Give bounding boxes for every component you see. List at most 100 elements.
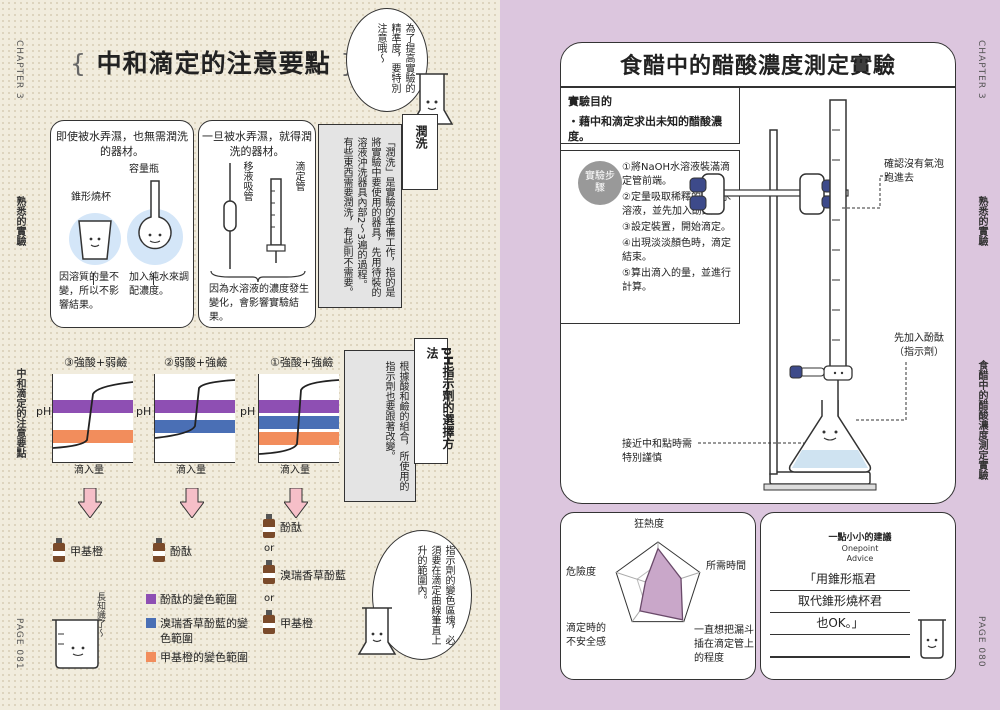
experiment-title: 食醋中的醋酸濃度測定實驗 xyxy=(619,54,896,79)
chapter-label-right: CHAPTER 3 xyxy=(976,40,986,100)
legend-label-phenolphthalein: 酚酞的變色範圍 xyxy=(160,593,237,606)
pipette-label: 移液吸管 xyxy=(241,161,252,201)
step-5: ⑤算出滴入的量，並進行計算。 xyxy=(622,268,731,293)
brace-icon xyxy=(210,270,306,283)
bottle-icon xyxy=(263,514,275,538)
graph-1-ylabel: pH xyxy=(240,405,256,418)
leader-line xyxy=(840,175,888,209)
legend-label-btb: 溴瑞香草酚藍的變色範圍 xyxy=(160,617,248,645)
graph-3-xlabel: 滴入量 xyxy=(74,465,104,476)
indicator-col3-a: 酚酞 xyxy=(280,521,302,534)
graph-1 xyxy=(258,374,339,463)
steps-list: ①將NaOH水溶液裝滿滴定管前端。 ②定量吸取稀釋的食醋水溶液，並先加入酚酞。 … xyxy=(622,161,732,295)
beaker-murmur: 長知識了～ xyxy=(95,592,105,637)
indicator-or-1: or xyxy=(264,543,275,554)
bottle-icon xyxy=(153,538,165,562)
beaker-character-icon xyxy=(918,619,946,659)
bottle-icon xyxy=(263,610,275,634)
bottle-icon xyxy=(53,538,65,562)
indicator-tag: pH指示劑的選擇方法 xyxy=(414,338,455,464)
arrow-down-icon xyxy=(180,488,204,518)
conical-beaker-icon xyxy=(69,213,121,265)
advice-heading: 一點小小的建議 xyxy=(828,533,892,543)
page-number-left: PAGE 081 xyxy=(14,618,24,670)
purpose-box: 實驗目的 ・藉中和滴定求出未知的醋酸濃度。 xyxy=(560,86,740,144)
graph-2-title: ②弱酸+強鹼 xyxy=(164,356,228,369)
graph-2 xyxy=(154,374,235,463)
experiment-card xyxy=(560,42,956,504)
step-1: ①將NaOH水溶液裝滿滴定管前端。 xyxy=(622,162,730,187)
step-2: ②定量吸取稀釋的食醋水溶液，並先加入酚酞。 xyxy=(622,192,731,217)
clamp-icon xyxy=(701,173,725,215)
graph-1-title: ①強酸+強鹼 xyxy=(270,356,334,369)
panel-no-rinse-note-right: 加入純水來調配濃度。 xyxy=(129,272,189,297)
graph-1-xlabel: 滴入量 xyxy=(280,465,310,476)
graph-2-xlabel: 滴入量 xyxy=(176,465,206,476)
rinse-box: 「潤洗」是實驗的準備工作，指的是將實驗中要使用的器具，先用待裝的溶液沖洗器具內部… xyxy=(318,124,402,308)
bottle-icon xyxy=(263,560,275,584)
speech-bubble-text: 為了提高實驗的精準度，要特別注意哦～ xyxy=(375,23,414,93)
leader-line xyxy=(698,442,804,444)
right-page: CHAPTER 3 熟悉的實驗 食醋中的醋酸濃度測定實驗 PAGE 080 食醋… xyxy=(500,0,1000,710)
side-tag-top-right: 熟悉的實驗 xyxy=(976,196,987,246)
beaker-character-icon xyxy=(52,619,102,669)
panel-no-rinse: 即使被水弄濕，也無需潤洗的器材。 容量瓶 錐形燒杯 因溶質的量不變，所以不影響結… xyxy=(50,120,194,328)
graph-3-band-methyl-orange xyxy=(53,430,133,443)
radar-grid-ring xyxy=(615,541,701,623)
page-title-left: { 中和滴定的注意要點 } xyxy=(70,49,356,78)
beaker-label: 錐形燒杯 xyxy=(71,192,111,203)
speech-bubble-top: 為了提高實驗的精準度，要特別注意哦～ xyxy=(346,8,428,112)
advice-line-1: 「用錐形瓶君 xyxy=(770,568,910,591)
side-tag-top-left: 熟悉的實驗 xyxy=(14,196,25,246)
graph-2-ylabel: pH xyxy=(136,405,152,418)
advice-line-2: 取代錐形燒杯君 xyxy=(770,590,910,613)
beaker-character-icon xyxy=(357,607,397,655)
panel-need-rinse: 一旦被水弄濕，就得潤洗的器材。 移液吸管 滴定管 因為水溶液的濃度發生變化，會影… xyxy=(198,120,316,328)
indicator-box-text: 根據酸和鹼的組合，所使用的指示劑也要跟著改變。 xyxy=(383,361,408,491)
radar-chart xyxy=(615,541,701,623)
panel-no-rinse-note-left: 因溶質的量不變，所以不影響結果。 xyxy=(59,272,119,311)
arrow-down-icon xyxy=(78,488,102,518)
advice-line-3: 也OK。」 xyxy=(770,612,910,635)
graph-3-curve xyxy=(53,381,133,449)
left-page: CHAPTER 3 熟悉的實驗 中和滴定的注意要點 PAGE 081 { 中和滴… xyxy=(0,0,500,710)
radar-label-time: 所需時間 xyxy=(706,561,746,572)
callout-check-bubbles: 確認沒有氣泡跑進去 xyxy=(884,159,944,184)
graph-2-band-phenolphthalein xyxy=(155,400,235,413)
indicator-phenolphthalein: 酚酞 xyxy=(170,545,192,558)
legend-swatch-btb xyxy=(146,618,156,628)
graph-3-ylabel: pH xyxy=(36,405,52,418)
purpose-text: ・藉中和滴定求出未知的醋酸濃度。 xyxy=(568,115,722,143)
radar-label-unease: 滴定時的不安全感 xyxy=(566,623,606,648)
radar-label-danger: 危險度 xyxy=(566,567,596,578)
legend-swatch-methyl-orange xyxy=(146,652,156,662)
callout-careful: 接近中和點時需特別謹慎 xyxy=(622,439,692,464)
graph-2-curve xyxy=(155,379,235,439)
graph-1-band-methyl-orange xyxy=(259,432,339,445)
burette-icon xyxy=(266,178,286,263)
clamp-icon xyxy=(799,173,825,215)
leader-line xyxy=(854,362,907,421)
indicator-col3-b: 溴瑞香草酚藍 xyxy=(280,569,346,582)
graph-3 xyxy=(52,374,133,463)
pipette-icon xyxy=(223,163,237,269)
chapter-label-left: CHAPTER 3 xyxy=(14,40,24,100)
titration-apparatus xyxy=(689,99,877,491)
speech-bubble-bottom-text: 指示劑的變色區塊，必須要在滴定曲線筆直上升的範圍內。 xyxy=(415,545,454,645)
burette xyxy=(829,99,847,369)
legend-swatch-phenolphthalein xyxy=(146,594,156,604)
graph-3-band-phenolphthalein xyxy=(53,400,133,413)
radar-label-funnel: 一直想把漏斗插在滴定管上的程度 xyxy=(694,625,754,664)
steps-badge: 實驗步驟 xyxy=(578,161,622,205)
arrow-down-icon xyxy=(284,488,308,518)
stand-base xyxy=(769,471,871,485)
radar-label-enthusiasm: 狂熱度 xyxy=(634,519,664,530)
callout-add-indicator: 先加入酚酞（指示劑） xyxy=(894,333,944,358)
indicator-col3-c: 甲基橙 xyxy=(280,617,313,630)
indicator-tag-text: pH指示劑的選擇方法 xyxy=(425,347,455,450)
advice-subheading: Onepoint Advice xyxy=(841,544,879,563)
purpose-heading: 實驗目的 xyxy=(568,95,612,108)
step-4: ④出現淡淡顏色時，滴定結束。 xyxy=(622,238,731,263)
graph-3-title: ③強酸+弱鹼 xyxy=(64,356,128,369)
side-tag-bottom-right: 食醋中的醋酸濃度測定實驗 xyxy=(976,360,987,480)
